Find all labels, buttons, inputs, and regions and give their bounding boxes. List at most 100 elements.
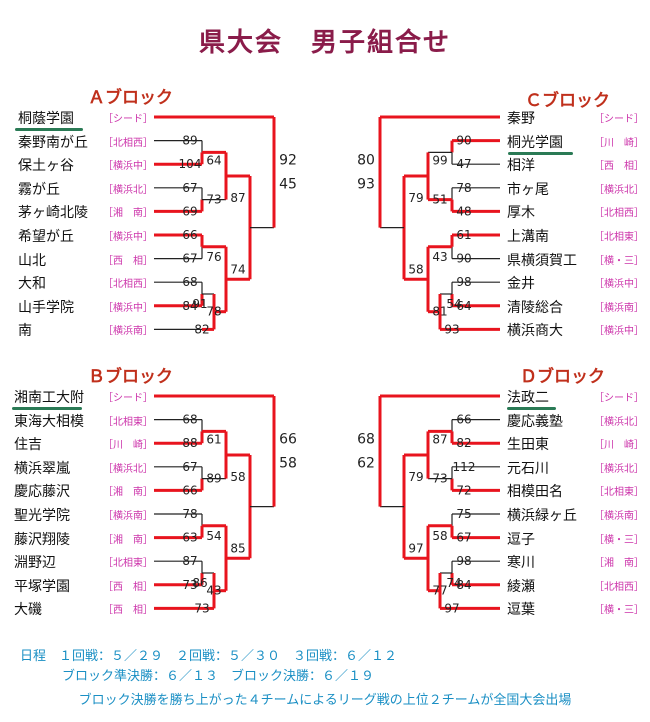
team-name: 藤沢翔陵 [14, 531, 70, 548]
score: 73 [194, 601, 209, 615]
score: 43 [206, 584, 221, 598]
team-region: ［横・三］ [594, 255, 644, 267]
team-region: ［西 相］ [103, 581, 153, 593]
score: 90 [456, 134, 471, 148]
team-name: 秦野 [507, 111, 535, 127]
score: 73 [182, 578, 197, 592]
score: 89 [182, 134, 197, 148]
team-name: 横浜翠嵐 [14, 460, 70, 477]
team-region: ［シード］ [103, 114, 153, 125]
score: 58 [408, 262, 423, 276]
team-name: 逗子 [507, 531, 535, 548]
team-name: 慶応義塾 [507, 413, 563, 430]
team-name: 聖光学院 [14, 508, 70, 524]
team-region: ［川 崎］ [594, 440, 644, 452]
team-name: 清陵総合 [507, 299, 563, 316]
team-region: ［北相東］ [594, 487, 644, 499]
page-title: 県大会 男子組合せ [198, 28, 451, 58]
team-region: ［西 相］ [103, 255, 153, 267]
team-name: 厚木 [507, 205, 535, 222]
team-underline [12, 407, 82, 410]
score: 73 [206, 193, 221, 207]
score: 78 [456, 181, 471, 195]
score: 82 [194, 322, 209, 336]
team-region: ［横浜北］ [103, 184, 153, 196]
team-region: ［横浜中］ [594, 279, 644, 291]
team-region: ［西 相］ [103, 605, 153, 617]
score: 74 [446, 576, 461, 590]
team-name: 上溝南 [507, 229, 549, 245]
score: 77 [432, 584, 447, 598]
team-region: ［横浜中］ [594, 326, 644, 338]
team-name: 霧が丘 [18, 181, 60, 198]
score: 97 [408, 541, 423, 555]
team-name: 秦野南が丘 [18, 134, 88, 151]
score: 93 [444, 322, 459, 336]
score: 72 [456, 483, 471, 497]
score: 78 [182, 507, 197, 521]
team-name: 大磯 [14, 602, 42, 619]
team-underline [507, 407, 556, 410]
team-name: 湘南工大附 [14, 390, 84, 406]
score: 66 [279, 431, 297, 447]
score: 66 [456, 413, 471, 427]
team-name: 市ヶ尾 [507, 181, 549, 198]
score: 76 [206, 250, 221, 264]
footnote: ブロック決勝を勝ち上がった４チームによるリーグ戦の上位２チームが全国大会出場 [78, 693, 572, 708]
schedule-line-1: 日程 １回戦：５／２９ ２回戦：５／３０ ３回戦：６／１２ [20, 649, 398, 664]
score: 51 [432, 193, 447, 207]
team-name: 法政二 [507, 390, 549, 406]
team-name: 寒川 [507, 555, 535, 572]
team-name: 県横須賀工 [507, 252, 577, 269]
score: 93 [357, 176, 375, 192]
team-region: ［横浜北］ [594, 416, 644, 428]
score: 80 [357, 152, 375, 168]
score: 84 [182, 299, 197, 313]
team-region: ［横浜北］ [594, 463, 644, 475]
score: 67 [182, 460, 197, 474]
score: 87 [432, 432, 447, 446]
team-region: ［横浜中］ [103, 232, 153, 243]
score: 99 [432, 153, 447, 167]
team-region: ［川 崎］ [103, 440, 153, 452]
team-name: 相模田名 [507, 484, 563, 501]
team-name: 桐光学園 [507, 134, 563, 151]
score: 79 [408, 191, 423, 205]
team-region: ［北相西］ [594, 208, 644, 220]
score: 79 [408, 470, 423, 484]
score: 48 [456, 204, 471, 218]
team-name: 茅ヶ崎北陵 [18, 205, 88, 222]
score: 73 [432, 472, 447, 486]
team-region: ［北相西］ [103, 279, 153, 291]
score: 68 [357, 431, 375, 447]
score: 69 [182, 204, 197, 218]
score: 112 [453, 460, 476, 474]
score: 58 [279, 455, 297, 471]
team-name: 桐蔭学園 [18, 111, 74, 127]
score: 66 [182, 228, 197, 242]
team-region: ［横浜南］ [103, 326, 153, 338]
score: 82 [456, 436, 471, 450]
team-name: 淵野辺 [14, 555, 56, 572]
team-underline [508, 152, 573, 155]
score: 43 [432, 250, 447, 264]
team-name: 元石川 [507, 460, 549, 477]
team-name: 慶応藤沢 [14, 484, 70, 501]
score: 67 [456, 531, 471, 545]
block-title: Ｂブロック [88, 367, 173, 387]
score: 64 [206, 153, 221, 167]
team-name: 綾瀬 [507, 578, 535, 595]
score: 64 [456, 299, 471, 313]
score: 98 [456, 554, 471, 568]
score: 74 [230, 262, 245, 276]
team-name: 住吉 [14, 437, 42, 454]
team-region: ［シード］ [594, 114, 644, 125]
team-name: 希望が丘 [18, 229, 74, 245]
score: 63 [182, 531, 197, 545]
team-name: 保土ヶ谷 [18, 158, 74, 175]
score: 91 [192, 297, 207, 311]
score: 78 [206, 305, 221, 319]
score: 62 [357, 455, 375, 471]
team-region: ［北相西］ [103, 137, 153, 149]
score: 88 [182, 436, 197, 450]
